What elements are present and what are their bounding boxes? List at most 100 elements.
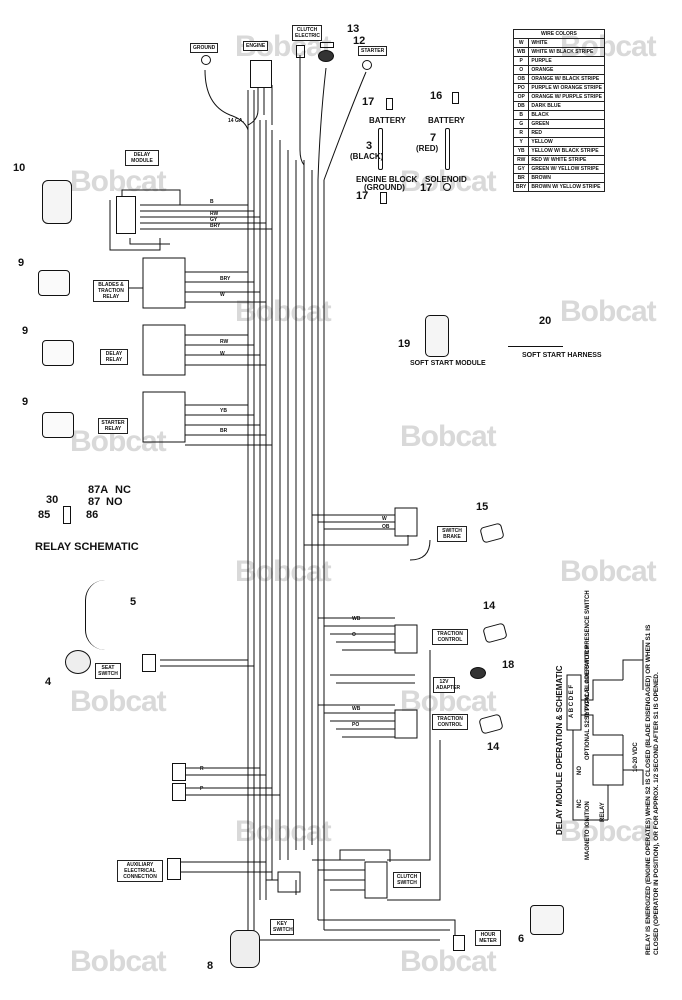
terminal-icon — [386, 98, 393, 110]
soft-start-harness-label: SOFT START HARNESS — [522, 352, 602, 359]
svg-text:BR: BR — [220, 428, 228, 434]
callout-10: 10 — [13, 162, 26, 174]
svg-text:GY: GY — [210, 217, 218, 223]
engine-block-label: ENGINE BLOCK — [356, 175, 418, 184]
callout-17c: 17 — [420, 182, 433, 194]
svg-text:OB: OB — [382, 524, 390, 530]
callout-5: 5 — [130, 596, 137, 608]
key-switch-label: KEY SWITCH — [270, 919, 294, 935]
svg-text:WB: WB — [352, 616, 361, 622]
svg-text:P: P — [200, 786, 204, 792]
delay-schematic-letters: A B C D E F — [569, 684, 575, 718]
connector-icon — [172, 783, 186, 801]
adapter-12v-label: 12V ADAPTER — [433, 677, 460, 693]
seat-switch-connector — [142, 654, 156, 672]
coil-icon — [318, 50, 334, 62]
svg-text:W: W — [220, 292, 225, 298]
callout-9a: 9 — [18, 257, 25, 269]
auxiliary-label: AUXILIARY ELECTRICAL CONNECTION — [117, 860, 163, 882]
callout-3: 3 — [366, 140, 373, 152]
relay-part-icon — [38, 270, 70, 296]
magneto-label: MAGNETO IGNITION — [585, 801, 591, 860]
engine-label: ENGINE — [243, 41, 269, 51]
callout-6: 6 — [518, 933, 525, 945]
callout-7: 7 — [430, 132, 437, 144]
voltage-label: 10-20 VDC — [633, 742, 639, 772]
callout-4: 4 — [45, 676, 52, 688]
switch-brake-label: SWITCH BRAKE — [437, 526, 467, 542]
soft-start-module-icon — [425, 315, 449, 357]
svg-text:BRY: BRY — [220, 276, 231, 282]
schematic-nc-label: NC — [577, 799, 583, 808]
ground-label: GROUND — [190, 43, 219, 53]
battery-label-2: BATTERY — [428, 116, 465, 125]
callout-15: 15 — [476, 501, 489, 513]
relay-label: RELAY — [600, 802, 606, 822]
wire-gauge-label: 14 GA. — [228, 118, 244, 124]
callout-12: 12 — [353, 35, 366, 47]
delay-relay-label: DELAY RELAY — [100, 349, 128, 365]
svg-text:BRY: BRY — [210, 223, 221, 229]
starter-label: STARTER — [358, 46, 388, 56]
terminal-icon — [452, 92, 459, 104]
svg-text:O: O — [352, 632, 356, 638]
delay-note: RELAY IS ENERGIZED (ENGINE OPERATES) WHE… — [645, 624, 660, 955]
black-label: (BLACK) — [350, 152, 384, 161]
callout-13: 13 — [347, 23, 360, 35]
s2-label: OPTIONAL S2 TYPICAL BLADE SWITCH — [585, 645, 591, 760]
callout-19: 19 — [398, 338, 411, 350]
relay-schematic-title: RELAY SCHEMATIC — [35, 541, 139, 553]
fuse-icon — [320, 42, 334, 48]
callout-17a: 17 — [362, 96, 375, 108]
relay-pin-87: 87 — [88, 496, 101, 508]
clutch-connector — [296, 45, 305, 58]
callout-14b: 14 — [487, 741, 500, 753]
callout-9c: 9 — [22, 396, 29, 408]
callout-14a: 14 — [483, 600, 496, 612]
relay-no-label: NO — [106, 496, 123, 508]
delay-schematic-title: DELAY MODULE OPERATION & SCHEMATIC — [555, 665, 564, 836]
svg-text:WB: WB — [352, 706, 361, 712]
delay-module-connector — [116, 196, 136, 234]
callout-8: 8 — [207, 960, 214, 972]
relay-pin-87a: 87A — [88, 484, 109, 496]
engine-connector — [250, 60, 272, 88]
clutch-switch-label: CLUTCH SWITCH — [393, 872, 421, 888]
svg-text:RW: RW — [220, 339, 229, 345]
svg-text:RW: RW — [210, 211, 219, 217]
battery-cable-red — [445, 128, 450, 170]
clutch-electric-label: CLUTCH ELECTRIC — [292, 25, 322, 41]
relay-part-icon — [42, 340, 74, 366]
battery-label-1: BATTERY — [369, 116, 406, 125]
hour-meter-part-icon — [530, 905, 564, 935]
terminal-icon — [443, 183, 451, 191]
svg-text:B: B — [210, 199, 214, 205]
auxiliary-connector — [167, 858, 181, 880]
svg-text:R: R — [200, 766, 204, 772]
svg-text:YB: YB — [220, 408, 227, 414]
traction-control-label-1: TRACTION CONTROL — [432, 629, 468, 645]
callout-16: 16 — [430, 90, 443, 102]
svg-text:W: W — [220, 351, 225, 357]
terminal-icon — [380, 192, 387, 204]
harness-pigtail-icon — [85, 580, 116, 650]
battery-cable-black — [378, 128, 383, 170]
svg-text:W: W — [382, 516, 387, 522]
solenoid-label: SOLENOID — [425, 175, 467, 184]
ground-sub-label: (GROUND) — [364, 183, 405, 192]
